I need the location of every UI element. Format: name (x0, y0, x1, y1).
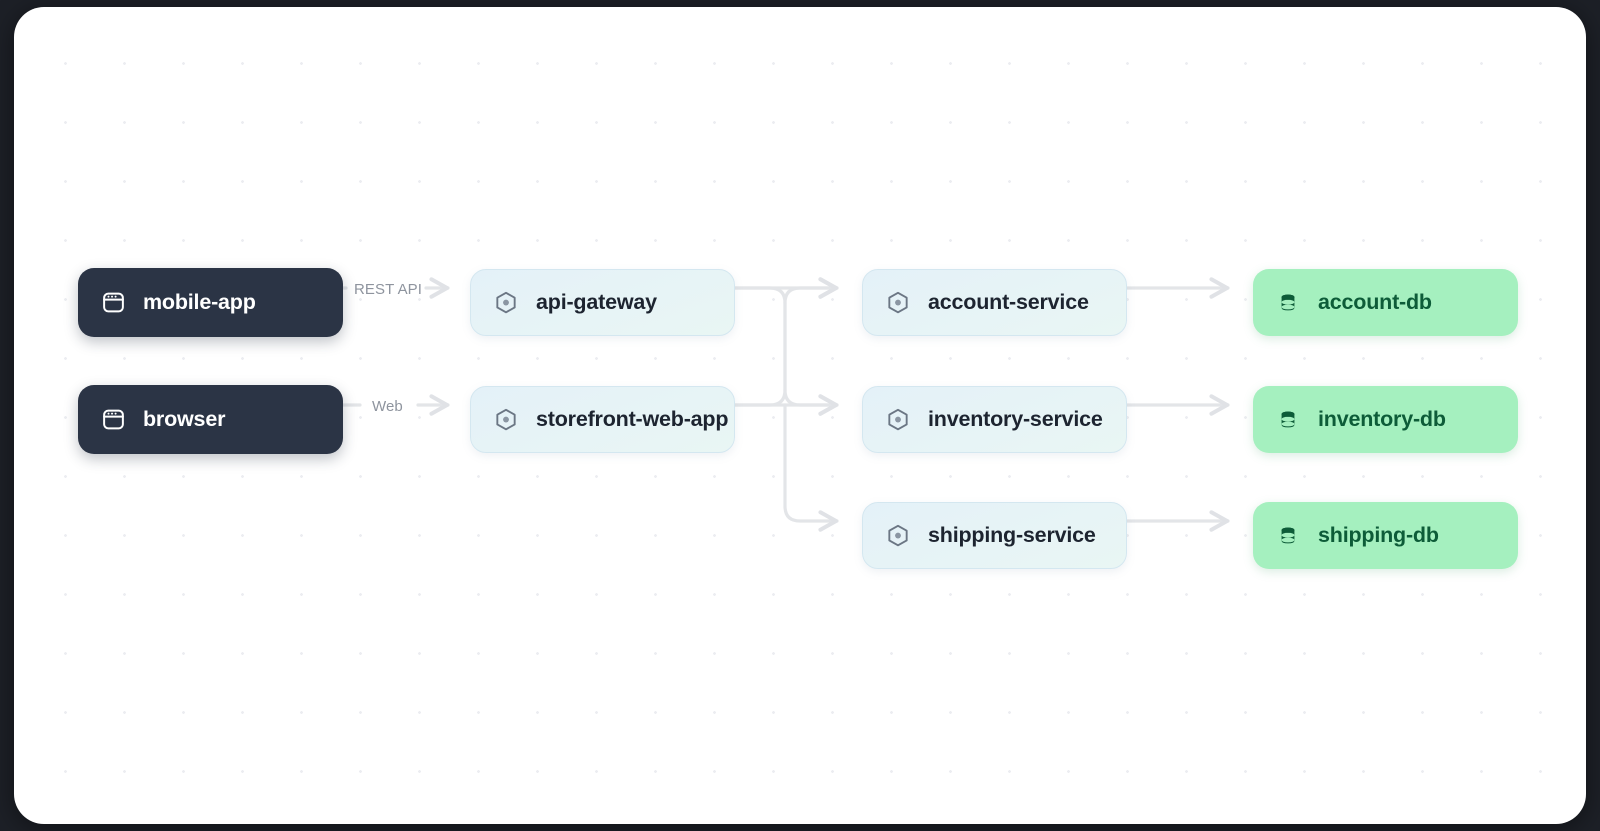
node-inventory-service[interactable]: inventory-service (862, 386, 1127, 453)
node-label: account-service (928, 290, 1089, 314)
node-label: shipping-service (928, 523, 1096, 547)
node-label: account-db (1318, 290, 1432, 314)
node-inventory-db[interactable]: inventory-db (1253, 386, 1518, 453)
database-cylinder-icon (1275, 523, 1301, 549)
node-label: inventory-db (1318, 407, 1446, 431)
node-shipping-service[interactable]: shipping-service (862, 502, 1127, 569)
node-label: mobile-app (143, 290, 256, 314)
edge-bus-to-shipping-service (783, 403, 839, 532)
edge-label-rest-api: REST API (354, 281, 423, 298)
hexagon-node-icon (493, 290, 519, 316)
hexagon-node-icon (885, 290, 911, 316)
node-label: inventory-service (928, 407, 1103, 431)
node-label: shipping-db (1318, 523, 1439, 547)
database-cylinder-icon (1275, 407, 1301, 433)
database-cylinder-icon (1275, 290, 1301, 316)
node-label: browser (143, 407, 226, 431)
edge-label-web: Web (372, 398, 403, 415)
node-account-service[interactable]: account-service (862, 269, 1127, 336)
node-mobile-app[interactable]: mobile-app (78, 268, 343, 337)
node-shipping-db[interactable]: shipping-db (1253, 502, 1518, 569)
hexagon-node-icon (885, 407, 911, 433)
diagram-canvas[interactable]: REST API Web mobile-app browser (14, 7, 1586, 824)
node-label: storefront-web-app (536, 407, 729, 431)
node-storefront-web-app[interactable]: storefront-web-app (470, 386, 735, 453)
node-account-db[interactable]: account-db (1253, 269, 1518, 336)
node-api-gateway[interactable]: api-gateway (470, 269, 735, 336)
hexagon-node-icon (493, 407, 519, 433)
edge-bus-to-inventory-service (783, 388, 839, 416)
edge-bus-to-account-service (783, 277, 839, 305)
node-browser[interactable]: browser (78, 385, 343, 454)
browser-window-icon (100, 290, 126, 316)
node-label: api-gateway (536, 290, 657, 314)
browser-window-icon (100, 407, 126, 433)
hexagon-node-icon (885, 523, 911, 549)
